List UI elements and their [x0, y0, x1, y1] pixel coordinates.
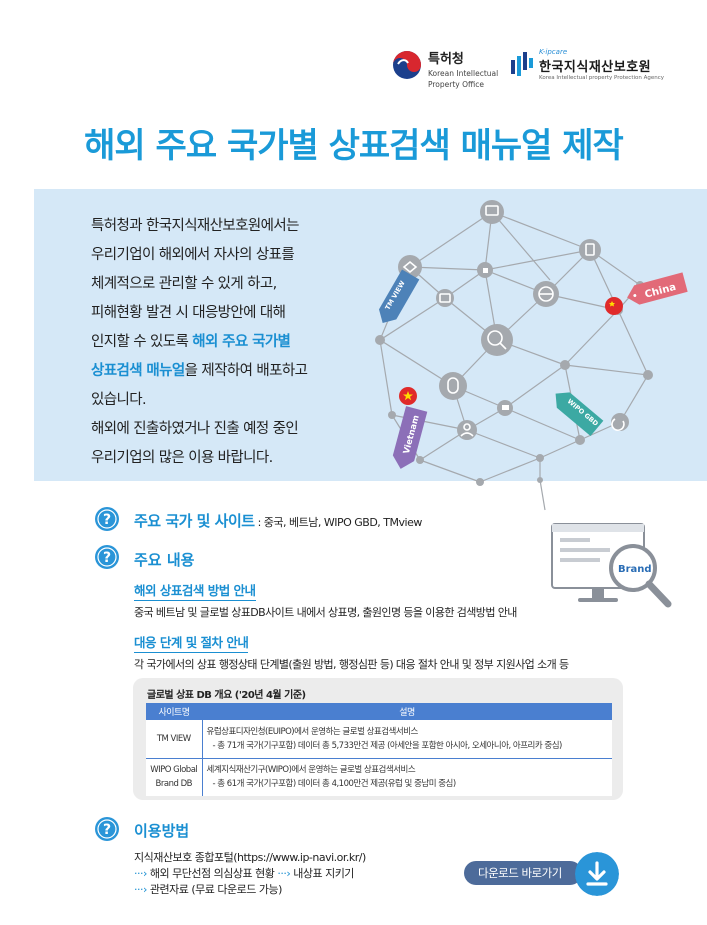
- svg-text:?: ?: [103, 550, 111, 566]
- china-tag-icon: [627, 272, 688, 305]
- intro-line-3: 체계적으로 관리할 수 있게 하고,: [91, 276, 277, 292]
- usage-line-2: ···› 해외 무단선점 의심상표 현황 ···› 내상표 지키기: [134, 866, 366, 882]
- table-cell-desc: 유럽상표디자인청(EUIPO)에서 운영하는 글로벌 상표검색서비스 - 총 7…: [202, 720, 612, 759]
- table-cell-desc: 세계지식재산기구(WIPO)에서 운영하는 글로벌 상표검색서비스 - 총 61…: [202, 758, 612, 796]
- usage-text: 지식재산보호 종합포털(https://www.ip-navi.or.kr/) …: [134, 850, 366, 898]
- table-header-row: 사이트명 설명: [146, 703, 612, 720]
- kipo-name: 특허청 Korean Intellectual Property Office: [428, 48, 498, 89]
- table-site-line: WIPO Global: [150, 765, 198, 776]
- table-row: TM VIEW 유럽상표디자인청(EUIPO)에서 운영하는 글로벌 상표검색서…: [146, 720, 612, 759]
- intro-line-2: 우리기업이 해외에서 자사의 상표를: [91, 247, 295, 263]
- usage-line-3: ···› 관련자료 (무료 다운로드 가능): [134, 882, 366, 898]
- usage-title: 이용방법: [134, 822, 190, 840]
- table-desc-line: - 총 71개 국가(기구포함) 데이터 총 5,733만건 제공 (아세안을 …: [212, 740, 563, 751]
- svg-text:?: ?: [103, 822, 111, 838]
- arrow-icon: ···›: [277, 867, 291, 880]
- intro-line-4: 피해현황 발견 시 대응방안에 대해: [91, 305, 286, 321]
- intro-line-5: 인지할 수 있도록 해외 주요 국가별: [91, 328, 371, 357]
- intro-line-6: 상표검색 매뉴얼을 제작하여 배포하고: [91, 357, 371, 386]
- kipa-logo-icon: [511, 52, 533, 76]
- kipo-name-en-2: Property Office: [428, 80, 485, 89]
- content-item1-desc: 중국 베트남 및 글로벌 상표DB사이트 내에서 상표명, 출원인명 등을 이용…: [134, 606, 517, 619]
- header-logos: 특허청 Korean Intellectual Property Office …: [392, 46, 692, 96]
- intro-line-6-post: 을 제작하여 배포하고: [184, 363, 308, 379]
- network-globe-illustration: China TM VIEW WIPO GBD Vietnam: [375, 200, 688, 511]
- table-desc-line: 유럽상표디자인청(EUIPO)에서 운영하는 글로벌 상표검색서비스: [206, 726, 419, 737]
- usage-line-3-text: 관련자료 (무료 다운로드 가능): [146, 883, 283, 896]
- content-item2-desc: 각 국가에서의 상표 행정상태 단계별(출원 방법, 행정심판 등) 대응 절차…: [134, 658, 569, 671]
- table-cell-site: TM VIEW: [146, 720, 203, 759]
- kipa-name-en: Korea Intellectual property Protection A…: [539, 75, 665, 81]
- sites-line: 주요 국가 및 사이트 : 중국, 베트남, WIPO GBD, TMview: [134, 510, 422, 531]
- kipa-name: K-ipcare 한국지식재산보호원 Korea Intellectual pr…: [539, 48, 664, 81]
- table-header-desc: 설명: [202, 703, 612, 720]
- vietnam-tag-icon: [392, 406, 428, 469]
- usage-line-2a: 해외 무단선점 의심상표 현황: [146, 867, 278, 880]
- intro-band: [34, 189, 707, 481]
- svg-text:?: ?: [103, 512, 111, 528]
- intro-line-9: 우리기업의 많은 이용 바랍니다.: [91, 450, 273, 466]
- table-header-site: 사이트명: [146, 703, 202, 720]
- download-icon[interactable]: [575, 852, 619, 896]
- brand-monitor-illustration: Brand: [551, 523, 672, 608]
- table-cell-site: WIPO Global Brand DB: [146, 758, 203, 796]
- download-button[interactable]: 다운로드 바로가기: [464, 861, 582, 885]
- kipo-name-en-1: Korean Intellectual: [428, 69, 499, 78]
- usage-line-2b: 내상표 지키기: [290, 867, 354, 880]
- table-desc-line: - 총 61개 국가(기구포함) 데이터 총 4,100만건 제공(유럽 및 중…: [212, 779, 457, 790]
- intro-highlight-2: 상표검색 매뉴얼: [91, 363, 185, 379]
- tmview-tag-icon: [379, 269, 420, 323]
- intro-line-5-pre: 인지할 수 있도록: [91, 334, 193, 350]
- question-icon: ?: [95, 817, 119, 841]
- intro-text: 특허청과 한국지식재산보호원에서는 우리기업이 해외에서 자사의 상표를 체계적…: [91, 212, 371, 473]
- arrow-icon: ···›: [134, 867, 147, 880]
- monitor-brand-label: Brand: [618, 564, 652, 575]
- kipa-name-ko: 한국지식재산보호원: [539, 60, 652, 75]
- table-row: WIPO Global Brand DB 세계지식재산기구(WIPO)에서 운영…: [146, 758, 612, 796]
- content-item1-title: 해외 상표검색 방법 안내: [134, 580, 256, 601]
- intro-line-7: 있습니다.: [91, 392, 147, 408]
- intro-line-1: 특허청과 한국지식재산보호원에서는: [91, 218, 299, 234]
- sites-desc: : 중국, 베트남, WIPO GBD, TMview: [254, 516, 423, 529]
- intro-line-8: 해외에 진출하였거나 진출 예정 중인: [91, 421, 299, 437]
- table-desc-line: 세계지식재산기구(WIPO)에서 운영하는 글로벌 상표검색서비스: [206, 765, 416, 776]
- kipo-name-ko: 특허청: [428, 52, 464, 67]
- wipo-tag-icon: [555, 392, 604, 437]
- arrow-icon: ···›: [134, 883, 147, 896]
- sites-title: 주요 국가 및 사이트: [134, 512, 255, 530]
- kipo-emblem-icon: [393, 51, 421, 79]
- page-title: 해외 주요 국가별 상표검색 매뉴얼 제작: [84, 126, 624, 166]
- db-table-title: 글로벌 상표 DB 개요 ('20년 4월 기준): [147, 690, 306, 701]
- intro-highlight-1: 해외 주요 국가별: [192, 334, 291, 350]
- content-item2-title: 대응 단계 및 절차 안내: [134, 632, 249, 653]
- question-icon: ?: [95, 545, 119, 569]
- table-site-line: Brand DB: [155, 779, 193, 790]
- db-table: 사이트명 설명 TM VIEW 유럽상표디자인청(EUIPO)에서 운영하는 글…: [146, 703, 612, 796]
- kipa-small-label: K-ipcare: [539, 48, 568, 56]
- china-flag-icon: [605, 297, 623, 315]
- question-icon: ?: [95, 507, 119, 531]
- usage-line-1: 지식재산보호 종합포털(https://www.ip-navi.or.kr/): [134, 851, 366, 864]
- content-title: 주요 내용: [134, 551, 195, 569]
